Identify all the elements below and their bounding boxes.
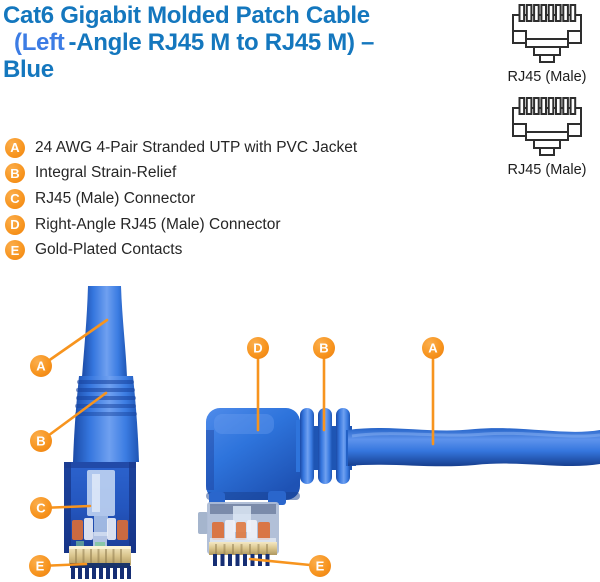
rj45-male-figure-top: RJ45 (Male) [497,3,597,85]
svg-text:A: A [428,341,438,356]
svg-text:E: E [316,559,325,574]
title-line2-rest: -Angle RJ45 M to RJ45 M) – [68,29,375,56]
feature-badge-a: A [5,137,25,158]
feature-badge-e: E [5,240,25,261]
title-line3: Blue [3,56,54,83]
callout-e-contacts-right-badge: E [309,555,331,577]
right-angle-connector-photo [198,408,600,566]
rj45-plug-icon [512,97,582,156]
feature-badge-b: B [5,163,25,184]
feature-text-c: RJ45 (Male) Connector [35,189,196,207]
callout-a-cable-badge: A [30,355,52,377]
callout-badges: A B C E D B A [29,337,444,577]
svg-text:C: C [36,501,46,516]
straight-connector-photo [64,286,139,579]
feature-item-a: A 24 AWG 4-Pair Stranded UTP with PVC Ja… [5,135,357,161]
svg-text:A: A [36,359,46,374]
feature-item-c: C RJ45 (Male) Connector [5,186,357,212]
feature-list: A 24 AWG 4-Pair Stranded UTP with PVC Ja… [5,135,357,263]
callout-c-connector-badge: C [30,497,52,519]
callout-line-e-right [248,557,322,568]
rj45-male-figure-bottom: RJ45 (Male) [497,96,597,178]
feature-text-d: Right-Angle RJ45 (Male) Connector [35,215,281,233]
feature-text-a: 24 AWG 4-Pair Stranded UTP with PVC Jack… [35,138,358,156]
title-line2-highlight: (Left [14,29,65,56]
callout-line-a-left [39,318,109,368]
callout-b-boot-badge: B [30,430,52,452]
feature-badge-d: D [5,214,25,235]
feature-badge-c: C [5,188,25,209]
svg-text:E: E [36,559,45,574]
title-line1: Cat6 Gigabit Molded Patch Cable [3,2,370,29]
feature-item-e: E Gold-Plated Contacts [5,237,357,263]
callout-e-contacts-left-badge: E [29,555,51,577]
callout-b-strain-right-badge: B [313,337,335,359]
callout-line-b-left [39,391,108,443]
callout-d-right-angle-badge: D [247,337,269,359]
product-photo-diagram: A B C E D B A [29,286,600,579]
feature-item-d: D Right-Angle RJ45 (Male) Connector [5,212,357,238]
svg-text:D: D [253,341,262,356]
rj45-plug-icon [512,4,582,63]
rj45-label-bottom: RJ45 (Male) [507,162,587,178]
feature-item-b: B Integral Strain-Relief [5,161,357,187]
feature-text-e: Gold-Plated Contacts [35,241,183,259]
callout-a-cable-right-badge: A [422,337,444,359]
svg-text:B: B [36,434,45,449]
svg-text:B: B [319,341,328,356]
rj45-label-top: RJ45 (Male) [507,69,587,85]
feature-text-b: Integral Strain-Relief [35,164,177,182]
rj45-icons-column: RJ45 (Male) RJ45 (Male) [497,3,597,189]
page-title: Cat6 Gigabit Molded Patch Cable (Left-An… [3,2,503,83]
